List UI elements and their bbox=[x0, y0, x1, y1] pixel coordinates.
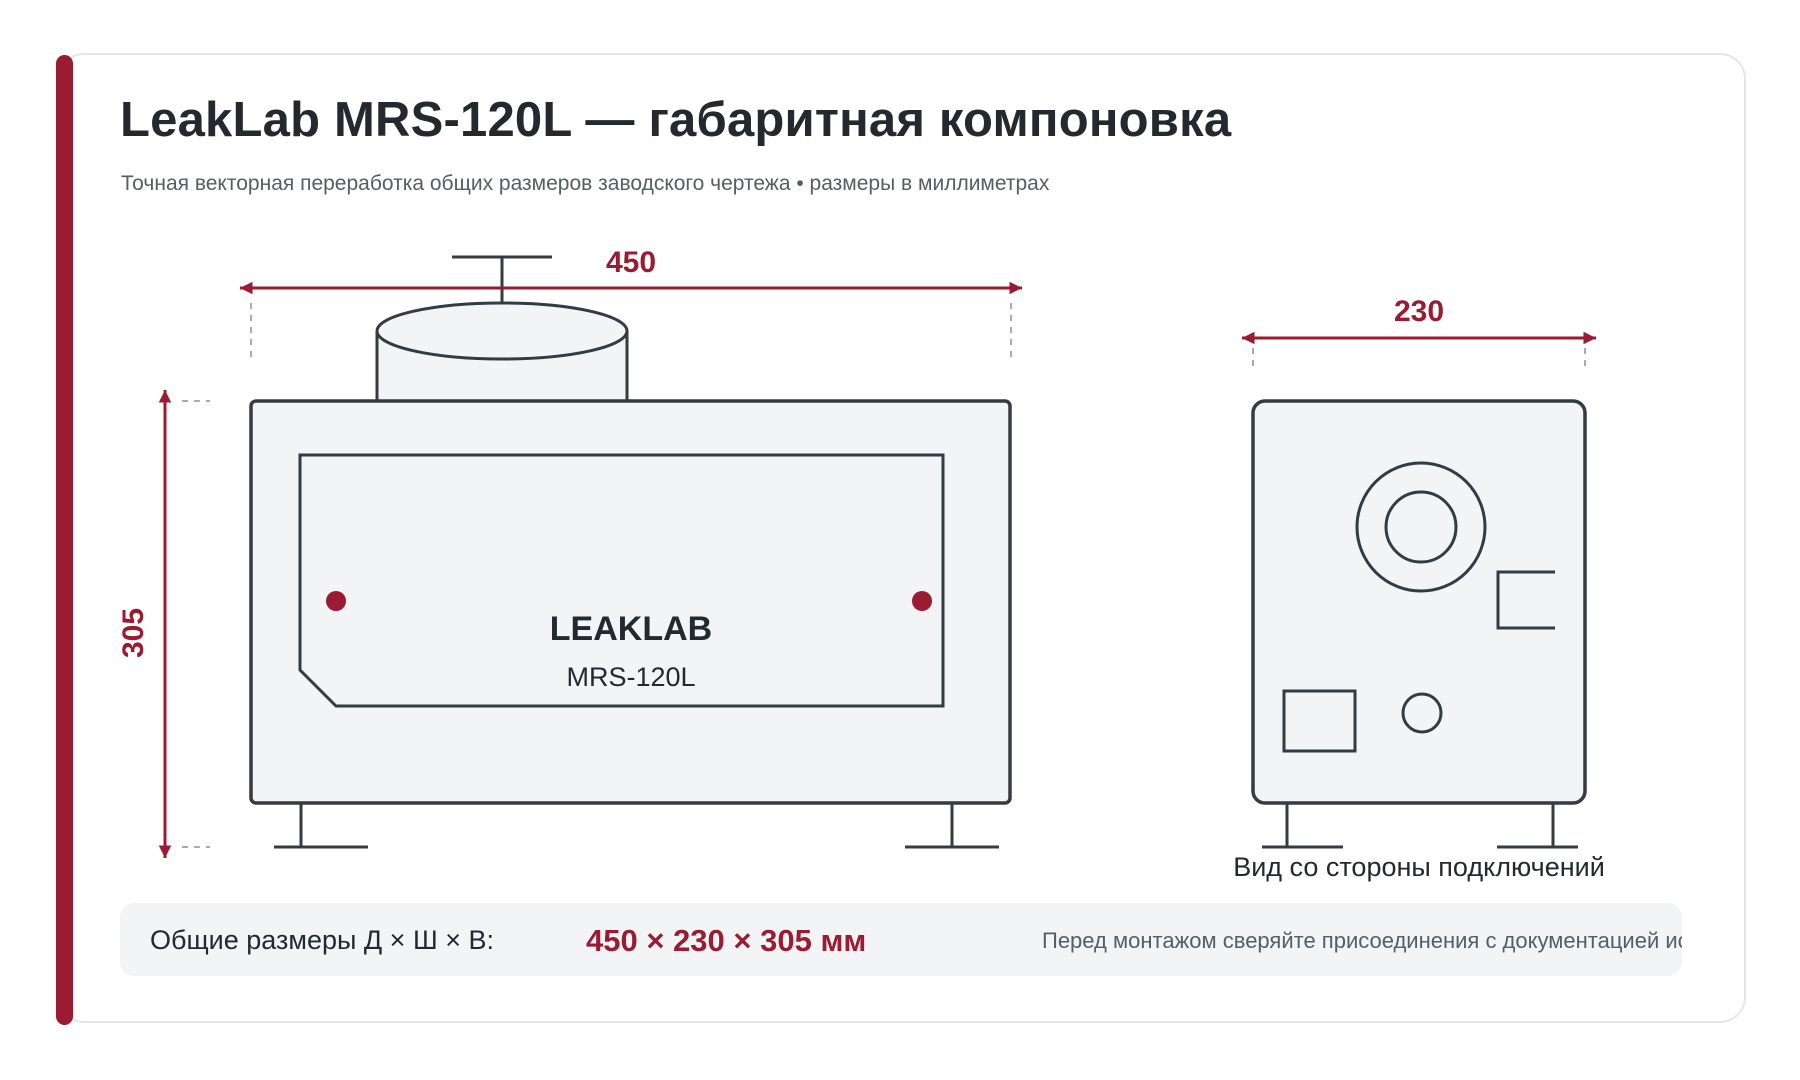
nameplate-panel bbox=[298, 453, 945, 708]
front-width-dimension: 450 bbox=[240, 246, 1022, 362]
mounting-hole-right bbox=[912, 591, 932, 611]
page-subtitle: Точная векторная переработка общих разме… bbox=[121, 172, 1050, 195]
nameplate-brand: LEAKLAB bbox=[550, 610, 712, 648]
side-bracket bbox=[1496, 570, 1555, 630]
nameplate-model: MRS-120L bbox=[566, 662, 695, 692]
height-dimension-label: 305 bbox=[117, 608, 150, 658]
small-port bbox=[1401, 692, 1443, 734]
front-view: LEAKLAB MRS-120L bbox=[249, 255, 1012, 849]
page-title: LeakLab MRS-120L — габаритная компоновка bbox=[120, 93, 1232, 147]
summary-note: Перед монтажом сверяйте присоединения с … bbox=[1042, 928, 1682, 953]
summary-value: 450 × 230 × 305 мм bbox=[586, 923, 867, 958]
accent-bar bbox=[56, 55, 73, 1025]
mounting-hole-left bbox=[326, 591, 346, 611]
front-height-dimension: 305 bbox=[117, 390, 210, 858]
side-width-dimension: 230 bbox=[1242, 295, 1596, 368]
summary-label: Общие размеры Д × Ш × В: bbox=[150, 925, 494, 955]
dimensions-summary: Общие размеры Д × Ш × В: 450 × 230 × 305… bbox=[120, 903, 1682, 976]
side-view-caption: Вид со стороны подключений bbox=[1233, 852, 1605, 882]
side-width-dimension-label: 230 bbox=[1394, 295, 1444, 328]
top-cylinder-cap bbox=[375, 301, 629, 361]
terminal-box bbox=[1282, 689, 1357, 753]
connection-port-inner bbox=[1384, 490, 1458, 564]
width-dimension-label: 450 bbox=[606, 246, 656, 279]
side-view: Вид со стороны подключений bbox=[1233, 399, 1605, 882]
